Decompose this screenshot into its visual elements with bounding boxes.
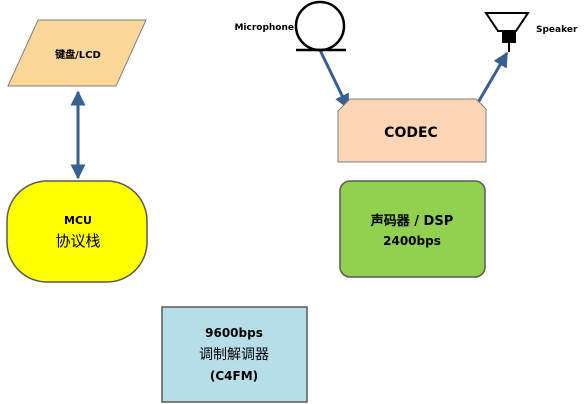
mcu-title: MCU	[64, 214, 92, 227]
modem-rate: 9600bps	[205, 326, 263, 340]
keyboard-lcd-label: 键盘/LCD	[54, 48, 101, 61]
speaker-icon	[484, 12, 530, 52]
modem-block: 9600bps 调制解调器 (C4FM)	[161, 306, 308, 403]
vocoder-rate: 2400bps	[383, 234, 441, 248]
vocoder-dsp-block: 声码器 / DSP 2400bps	[339, 180, 486, 278]
speaker: Speaker	[484, 12, 578, 52]
modem-title: 调制解调器	[199, 347, 269, 363]
mcu-subtitle: 协议栈	[55, 232, 100, 250]
microphone-label: Microphone	[234, 23, 294, 33]
keyboard-lcd-block: 键盘/LCD	[7, 19, 147, 87]
modem-scheme: (C4FM)	[210, 369, 258, 383]
microphone: Microphone	[234, 0, 346, 52]
codec-label: CODEC	[384, 125, 438, 141]
codec-block: CODEC	[337, 98, 487, 163]
codec-speaker-connector	[474, 51, 509, 107]
vocoder-title: 声码器 / DSP	[370, 213, 453, 229]
speaker-label: Speaker	[536, 25, 578, 35]
mcu-block: MCU 协议栈	[6, 180, 148, 283]
microphone-codec-connector	[318, 49, 350, 110]
microphone-icon	[294, 0, 346, 52]
